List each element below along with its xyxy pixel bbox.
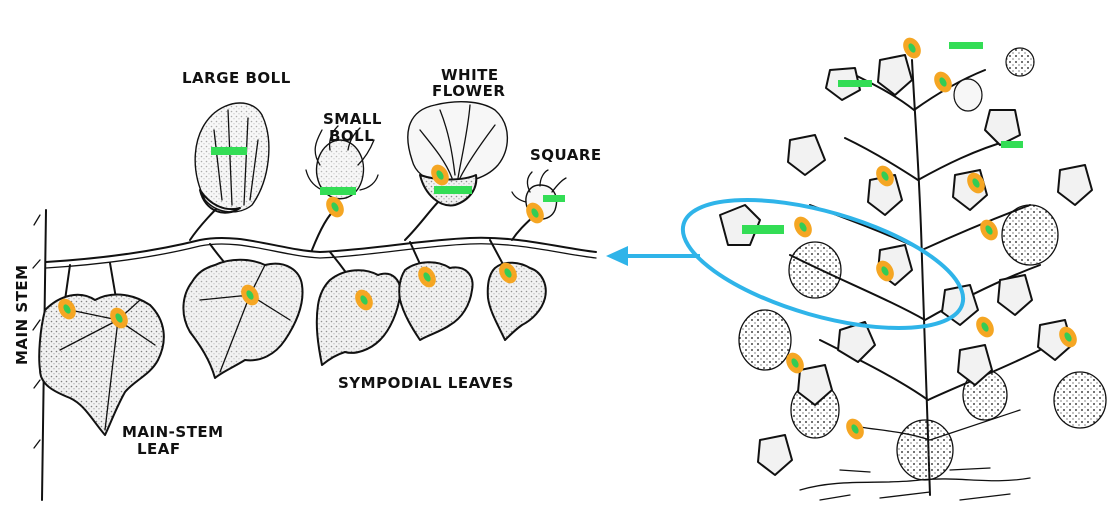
- label-sympodial-leaves: SYMPODIAL LEAVES: [338, 374, 514, 392]
- marker: [973, 313, 998, 340]
- label-white-flower-line2: FLOWER: [432, 82, 505, 100]
- plant-leaves: [720, 55, 1092, 475]
- marker: [843, 415, 868, 442]
- label-small-boll-line2: BOLL: [329, 127, 374, 145]
- whole-plant-drawing: [720, 48, 1106, 500]
- bar: [838, 80, 872, 87]
- bar: [1001, 141, 1023, 148]
- label-square: SQUARE: [530, 146, 602, 164]
- bar: [543, 195, 565, 202]
- label-small-boll-line1: SMALL: [323, 110, 382, 128]
- marker: [977, 216, 1002, 243]
- connector-arrow: [606, 246, 700, 266]
- label-large-boll: LARGE BOLL: [182, 69, 291, 87]
- main-stem-leaves-drawing: [39, 295, 164, 435]
- fruiting-branch-drawing: LARGE BOLL SMALL BOLL WHITE FLOWER SQUAR…: [13, 66, 602, 500]
- marker: [791, 213, 816, 240]
- label-main-stem-leaf-line2: LEAF: [137, 440, 181, 458]
- bar: [434, 186, 472, 194]
- bar: [211, 147, 247, 155]
- bar: [949, 42, 983, 49]
- label-main-stem: MAIN STEM: [13, 264, 31, 365]
- marker: [931, 68, 956, 95]
- bar: [320, 187, 356, 195]
- sympodial-leaves-drawing: [183, 260, 545, 378]
- bar: [742, 225, 784, 234]
- label-main-stem-leaf-line1: MAIN-STEM: [122, 423, 224, 441]
- large-boll-drawing: [195, 103, 269, 213]
